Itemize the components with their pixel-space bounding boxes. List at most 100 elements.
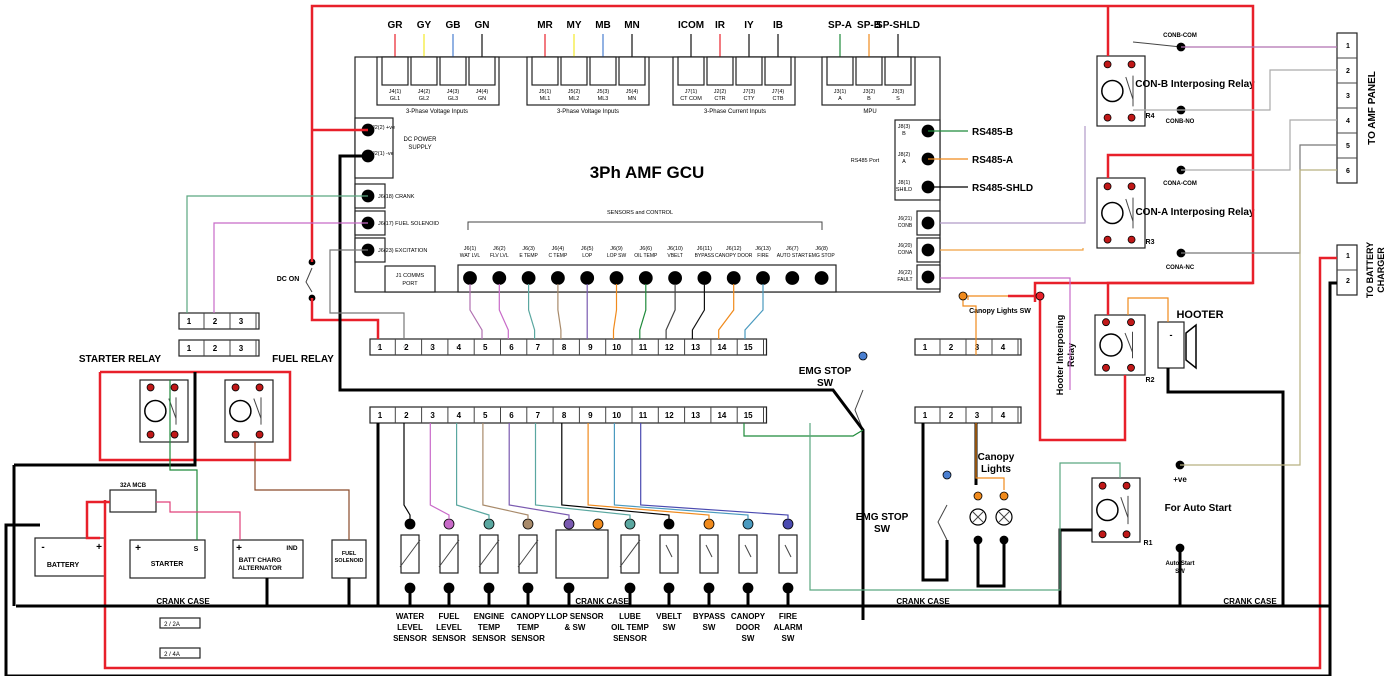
terminal-screw [785,271,800,285]
terminal-screw [726,271,741,285]
crank-wire [186,195,368,313]
strip-number: 12 [665,343,674,352]
terminal-top-label: MN [624,20,640,31]
label-line: SENSOR [393,634,427,643]
terminal-cell [439,56,467,86]
label-line: DC POWER [404,137,438,143]
cona-nc-label: CONA-NC [1166,265,1195,271]
battery-label: BATTERY [47,562,80,569]
red-dc-wire [310,298,380,339]
relay-terminal [255,383,264,392]
lamp-cross [972,511,984,523]
strip-number: 9 [588,411,593,420]
strip-number: 1 [187,317,192,326]
charger-pin-number: 1 [1346,253,1350,260]
strip-number: 1 [923,343,928,352]
wire [1132,41,1182,48]
strip-number: 1 [923,411,928,420]
crank-case-label: CRANK CASE [1223,597,1277,606]
terminal-top-label: GY [417,20,432,31]
sensor-top-terminal [483,518,495,530]
label-line: SW [663,623,676,632]
fuel-wire [254,442,350,540]
label-line: SENSOR [613,634,647,643]
label-line: CONB [898,223,913,229]
strip-number: 2 [404,411,409,420]
battery-plus: + [96,542,102,553]
strip-number: 4 [1001,343,1006,352]
label-line: Relay [1066,343,1076,367]
terminal-cell [468,56,496,86]
switch-contact [784,544,792,558]
label-line: LLOP SENSOR [546,612,603,621]
starter-s: S [194,546,199,553]
sensor-signal-wire [557,284,562,339]
sensor-slash [438,539,460,568]
fuel-relay-label: FUEL RELAY [272,354,334,365]
sensor-pin: J6(12) [726,246,742,252]
terminal-cell [589,56,617,86]
red-battery-wire [103,256,1337,670]
terminal-name: CTY [744,96,755,102]
relay-terminal [1098,530,1107,539]
terminal-screw [697,271,712,285]
terminal-screw [921,270,935,284]
sensor-pin: J6(4) [552,246,565,252]
terminal-name: CTB [773,96,784,102]
terminal-strip-small-bottom [914,406,1022,424]
relay-terminal [1103,60,1112,69]
alternator-wire [156,501,241,540]
sensor-name: AUTO START [777,253,808,259]
label-line: J6(22) [898,270,913,276]
sensor-slash [619,539,641,568]
terminal-cell [826,56,854,86]
relay-contact [1124,332,1133,353]
sensor-name: WAT LVL [460,253,481,259]
sensor-top-terminal [563,518,575,530]
auto-start-wire [743,423,864,437]
strip-number: 3 [430,411,435,420]
label-line: J8(1) [898,180,911,186]
sensor-name: OIL TEMP [634,253,658,259]
terminal-name: ML1 [540,96,551,102]
terminal-name: ML3 [598,96,609,102]
fuse-1-label: 2 / 2A [164,622,180,628]
strip-number: 5 [483,343,488,352]
sensor-top-terminal [522,518,534,530]
sensor-feed-wire [456,423,490,519]
conb-wire [940,126,1086,224]
relay-terminal [1122,481,1131,490]
strip-number: 2 [404,343,409,352]
alternator-plus: + [236,543,242,554]
strip-number: 12 [665,411,674,420]
label-line: FIRE [779,612,798,621]
fuse-2 [159,647,201,659]
right-term-label: J6(21)CONB [898,216,913,229]
terminal-cell [354,210,386,236]
label-line: ALTERNATOR [238,565,282,572]
strip-number: 10 [612,411,621,420]
starter-box [129,539,206,579]
sensor-top-terminal [404,518,416,530]
label-line: SHILD [896,187,912,193]
r2-label: R2 [1146,377,1155,384]
label-line: J8(2) [898,152,911,158]
strip-number: 2 [213,344,218,353]
label-line: LEVEL [436,623,462,632]
sensor-name: LOP SW [607,253,627,259]
strip-number: 1 [187,344,192,353]
terminal-cell [677,56,705,86]
terminal-cell [884,56,912,86]
terminal-pin: J5(1) [539,89,552,95]
label-line: Lights [981,464,1011,475]
terminal-cell [706,56,734,86]
relay-terminal [146,383,155,392]
crank-case-label: CRANK CASE [896,597,950,606]
strip-number: 4 [457,411,462,420]
relay-coil [1101,201,1124,225]
